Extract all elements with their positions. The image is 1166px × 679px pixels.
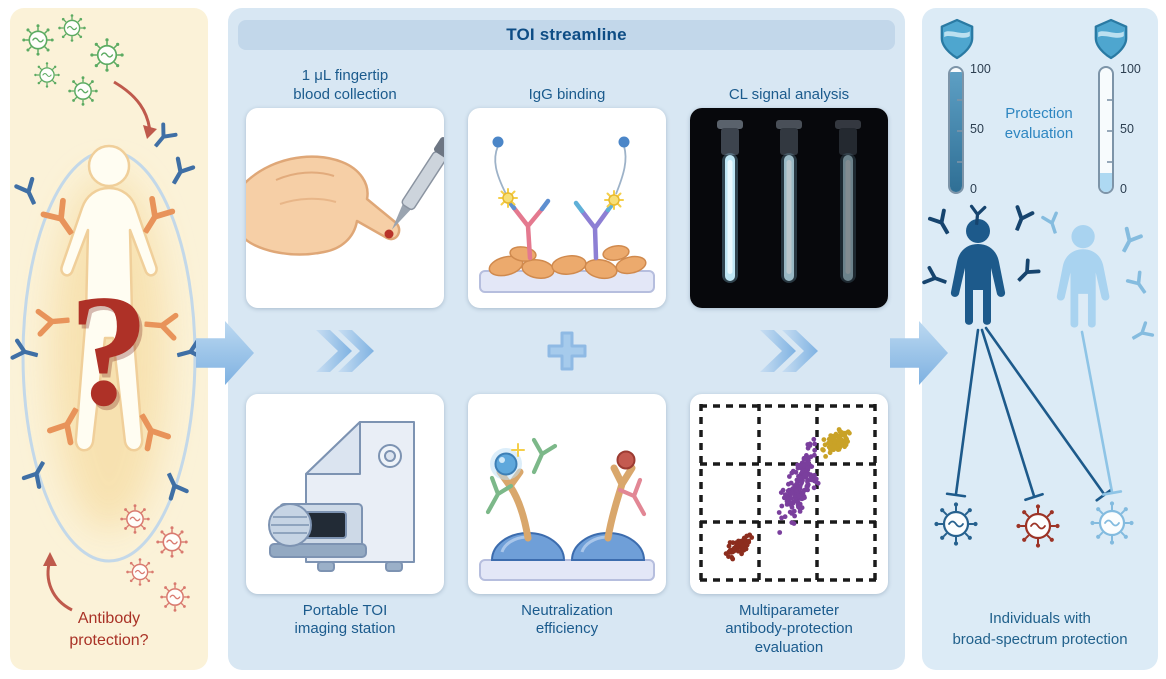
detection-star-icon: [498, 188, 518, 208]
neutralization-illustration: [479, 437, 655, 581]
sphere-shine: [499, 457, 505, 463]
gauge-scale-labels: 100 50 0: [1120, 62, 1141, 196]
card-title-imaging-station: Portable TOI imaging station: [294, 602, 396, 638]
detection-star-icon: [511, 443, 525, 457]
blood-collection-illustration: [246, 137, 444, 256]
protection-gauge-left: [948, 66, 964, 194]
hand-icon: [246, 155, 401, 256]
virus-icon-lightblue: [1090, 501, 1134, 545]
panel-protection-outcome: 100 50 0 100 50 0 Protection evaluation: [922, 8, 1158, 670]
protection-gauge-right: [1098, 66, 1114, 194]
igg-binding-illustration: [479, 136, 655, 293]
test-tube-icon: [776, 120, 802, 283]
gauge-fill: [1100, 173, 1112, 192]
panel-antibody-question: ? ? Antibody protection?: [10, 8, 208, 670]
gauge-scale-labels: 100 50 0: [970, 62, 991, 196]
protected-individuals-illustration: [922, 204, 1155, 548]
instrument-body: [268, 421, 415, 572]
inhibition-line-light: [1080, 330, 1123, 496]
virus-icon-blue: [934, 502, 978, 546]
antibody-question-illustration: ? ?: [10, 14, 208, 612]
card-title-cl-signal: CL signal analysis: [728, 85, 850, 103]
broad-spectrum-label: Individuals with broad-spectrum protecti…: [952, 610, 1128, 648]
card-neutralization: [468, 394, 666, 594]
double-chevron-icon: [316, 330, 374, 372]
neutralizing-antibody-icon: [485, 437, 558, 515]
assay-surface: [479, 559, 655, 581]
human-silhouette: [60, 144, 158, 452]
dome-highlight: [580, 535, 607, 553]
non-neutralizing-antibody-icon: [617, 477, 647, 517]
spike-protein: [604, 464, 636, 542]
virus-sphere-icon: [494, 452, 518, 476]
dashed-grid: [699, 404, 878, 584]
toi-streamline-header: TOI streamline: [238, 20, 895, 50]
card-title-multiparameter: Multiparameter antibody-protection evalu…: [725, 602, 853, 656]
test-tube-icon: [717, 120, 743, 283]
virus-cluster-pink: [120, 504, 190, 612]
person-icon-dark: [950, 219, 1006, 325]
linker-line: [494, 145, 507, 195]
card-title-neutralization: Neutralization efficiency: [521, 602, 613, 638]
card-title-blood-collection: 1 μL fingertip blood collection: [293, 67, 397, 103]
scatter-points: [723, 427, 852, 562]
card-igg-binding: [468, 108, 666, 308]
panel-toi-streamline: TOI streamline 1 μL fingertip blood coll…: [228, 8, 905, 670]
imaging-station-illustration: [268, 421, 415, 572]
pipette-icon: [391, 137, 444, 230]
spike-protein: [496, 468, 532, 542]
dome-highlight: [500, 535, 527, 553]
virus-icon-red: [1016, 504, 1060, 548]
antigen-icons: [488, 245, 647, 280]
card-cl-signal: [690, 108, 888, 308]
curved-arrow-top-icon: [113, 80, 157, 139]
bead-icon: [492, 136, 504, 148]
question-mark: ?: [69, 261, 149, 439]
virus-cluster-green: [22, 14, 124, 106]
curved-arrow-bottom-icon: [43, 552, 73, 612]
card-multiparameter: [690, 394, 888, 594]
card-imaging-station: [246, 394, 444, 594]
linker-line: [615, 145, 627, 195]
double-chevron-icon: [760, 330, 818, 372]
bead-icon: [618, 136, 630, 148]
blood-drop-icon: [384, 229, 394, 239]
scatter-plot: [699, 404, 878, 584]
question-mark-shadow: ?: [72, 265, 152, 443]
detection-star-icon: [604, 190, 624, 210]
person-icon-light: [1056, 224, 1110, 328]
plus-icon: [547, 331, 587, 371]
test-tube-icon: [835, 120, 861, 283]
virus-sphere-icon: [616, 450, 636, 470]
protection-evaluation-label: Protection evaluation: [1004, 105, 1074, 143]
cl-signal-illustration: [690, 108, 888, 308]
card-blood-collection: [246, 108, 444, 308]
shield-icon: [940, 18, 974, 60]
inhibition-lines-dark: [945, 326, 1113, 502]
card-title-igg-binding: IgG binding: [528, 85, 606, 103]
antibody-protection-label: Antibody protection?: [69, 610, 149, 650]
shield-icon: [1094, 18, 1128, 60]
